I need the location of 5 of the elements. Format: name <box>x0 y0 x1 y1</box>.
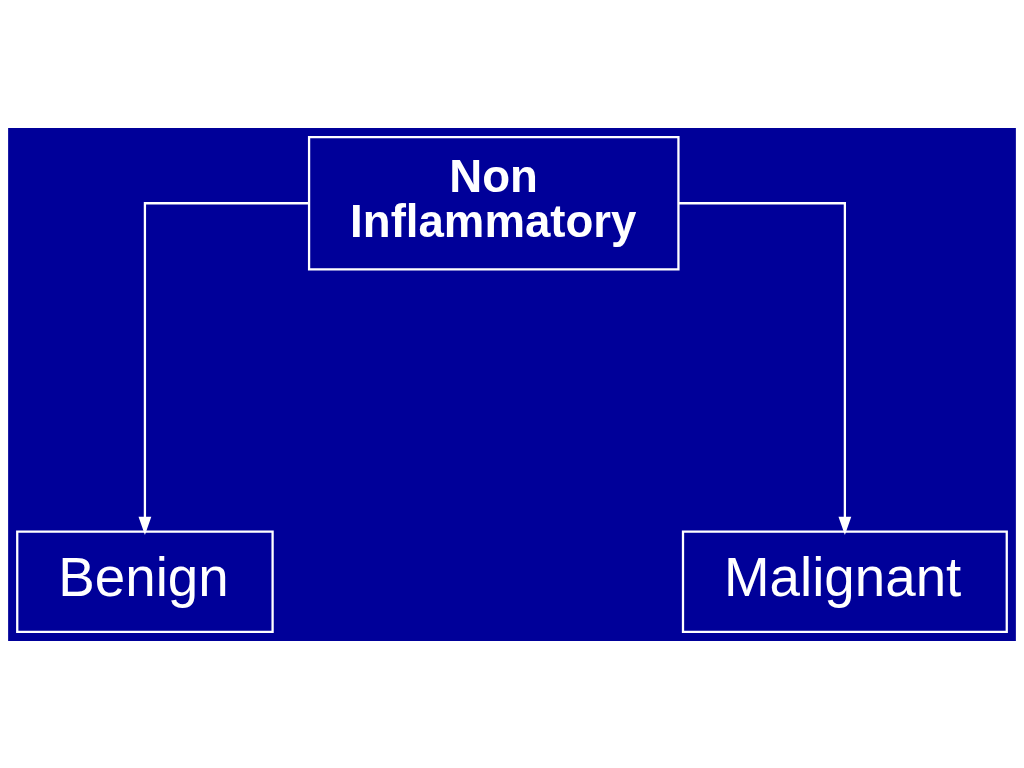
arrow <box>678 201 852 535</box>
node-box: Benign <box>16 529 274 633</box>
arrow <box>138 201 309 535</box>
node-box: Malignant <box>681 529 1008 633</box>
node-box: Non Inflammatory <box>307 135 680 270</box>
